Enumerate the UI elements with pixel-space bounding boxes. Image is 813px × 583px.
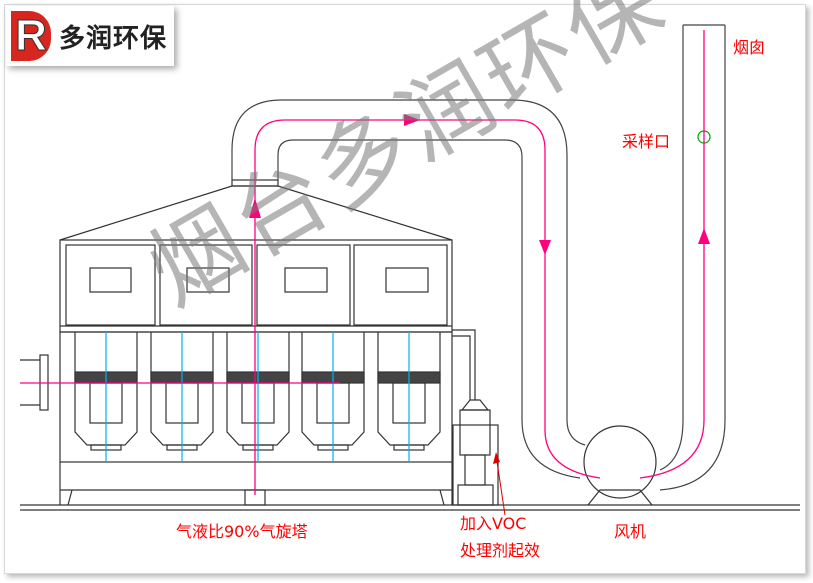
duct	[231, 24, 726, 491]
arrow-up-icon	[249, 198, 261, 218]
label-chimney: 烟囱	[733, 38, 766, 57]
label-sampling-port: 采样口	[622, 132, 671, 151]
image-frame	[4, 4, 806, 574]
label-tower: 气液比90%气旋塔	[176, 522, 308, 541]
brand-logo: R 多润环保	[6, 6, 174, 66]
cyclone-cell	[74, 332, 138, 462]
cyclone-cell	[226, 332, 290, 462]
flow-path	[20, 30, 705, 495]
arrow-up-icon	[698, 228, 710, 244]
logo-text: 多润环保	[59, 23, 168, 54]
arrow-down-icon	[539, 240, 551, 255]
fan	[583, 425, 657, 506]
arrow-right-icon	[404, 114, 420, 126]
voc-pointer	[495, 454, 506, 516]
voc-dosing-pump	[452, 399, 499, 506]
label-voc-line2: 处理剂起效	[460, 541, 541, 560]
logo-letter: R	[11, 11, 51, 61]
cyclone-cell	[150, 332, 214, 462]
label-fan: 风机	[614, 522, 647, 541]
cyclone-cell	[377, 332, 441, 462]
label-voc-line1: 加入VOC	[460, 514, 527, 533]
cyclone-cell	[301, 332, 365, 462]
flow-arrows	[249, 114, 710, 255]
